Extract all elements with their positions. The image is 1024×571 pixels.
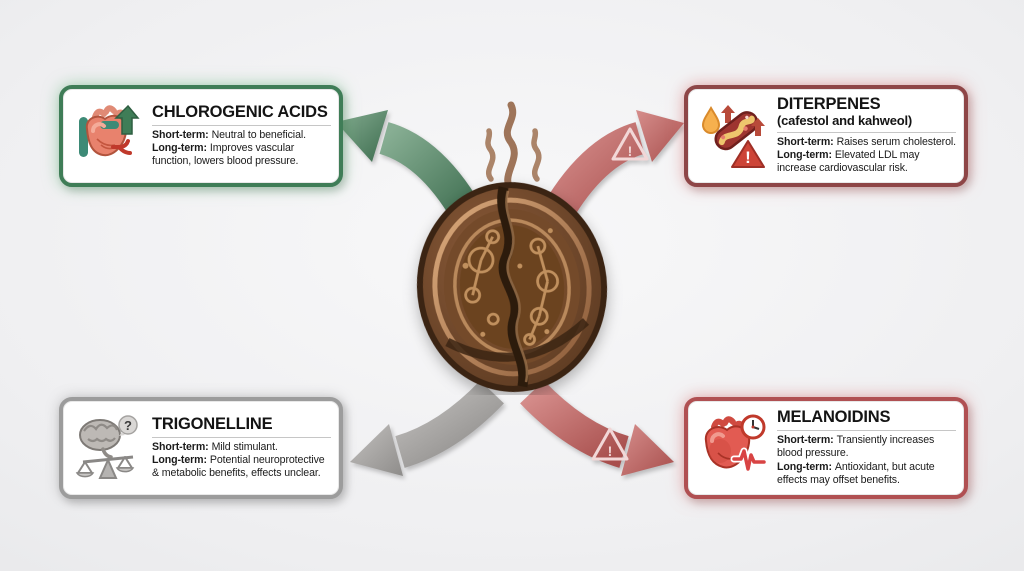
- short-term-label: Short-term:: [777, 135, 834, 148]
- card-body: Short-term:Mild stimulant. Long-term:Pot…: [152, 441, 331, 481]
- short-term-text: Mild stimulant.: [211, 440, 278, 453]
- long-term-text: Elevated LDL may increase cardiovascular…: [777, 149, 920, 175]
- svg-text:!: !: [628, 143, 633, 159]
- svg-text:!: !: [745, 148, 751, 167]
- long-term-effect: Long-term:Potential neuroprotective & me…: [152, 454, 331, 480]
- short-term-text: Transiently increases blood pressure.: [777, 434, 935, 460]
- long-term-label: Long-term:: [777, 460, 832, 473]
- long-term-effect: Long-term:Elevated LDL may increase card…: [777, 149, 956, 175]
- title-divider: [777, 430, 956, 432]
- long-term-text: Antioxidant, but acute effects may offse…: [777, 460, 935, 486]
- long-term-label: Long-term:: [152, 141, 207, 154]
- short-term-text: Neutral to beneficial.: [211, 128, 306, 141]
- card-subtitle: (cafestol and kahweol): [777, 112, 913, 128]
- warning-triangle-icon: !: [591, 427, 629, 461]
- svg-text:?: ?: [124, 418, 132, 433]
- short-term-label: Short-term:: [152, 440, 209, 453]
- card-chlorogenic-acids: CHLOROGENIC ACIDS Short-term:Neutral to …: [59, 85, 343, 187]
- card-title: CHLOROGENIC ACIDS: [152, 102, 328, 121]
- long-term-effect: Long-term:Antioxidant, but acute effects…: [777, 461, 956, 487]
- long-term-effect: Long-term:Improves vascular function, lo…: [152, 142, 331, 168]
- card-title: MELANOIDINS: [777, 407, 891, 426]
- heart-clock-ecg-icon: [698, 413, 768, 483]
- artery-plaque-warning-icon: !: [698, 101, 768, 171]
- long-term-label: Long-term:: [777, 149, 832, 162]
- title-divider: [777, 131, 956, 133]
- brain-question-balance-icon: ?: [73, 413, 143, 483]
- short-term-label: Short-term:: [152, 128, 209, 141]
- card-body: Short-term:Neutral to beneficial. Long-t…: [152, 129, 331, 169]
- long-term-text: Improves vascular function, lowers blood…: [152, 141, 299, 168]
- short-term-text: Raises serum cholesterol.: [836, 135, 956, 148]
- short-term-effect: Short-term:Mild stimulant.: [152, 441, 331, 454]
- title-divider: [152, 124, 331, 126]
- molecule-pattern: [464, 229, 559, 346]
- short-term-effect: Short-term:Transiently increases blood p…: [777, 434, 956, 460]
- card-melanoidins: MELANOIDINS Short-term:Transiently incre…: [684, 397, 968, 499]
- card-title: DITERPENES: [777, 95, 881, 114]
- long-term-label: Long-term:: [152, 453, 207, 466]
- cracked-coffee-bean-icon: [416, 101, 608, 392]
- long-term-text: Potential neuroprotective & metabolic be…: [152, 453, 325, 480]
- card-diterpenes: ! DITERPENES (cafestol and kahweol) Shor…: [684, 85, 968, 187]
- short-term-effect: Short-term:Raises serum cholesterol.: [777, 136, 956, 149]
- card-title: TRIGONELLINE: [152, 414, 273, 433]
- card-body: Short-term:Raises serum cholesterol. Lon…: [777, 136, 956, 176]
- card-body: Short-term:Transiently increases blood p…: [777, 434, 956, 487]
- anatomical-heart-up-arrow-icon: [73, 101, 143, 171]
- arrow-to-trigonelline: [350, 380, 504, 476]
- steam-wisps-icon: [485, 101, 542, 195]
- svg-text:!: !: [608, 443, 613, 459]
- short-term-label: Short-term:: [777, 434, 834, 447]
- short-term-effect: Short-term:Neutral to beneficial.: [152, 129, 331, 142]
- card-trigonelline: ? TRIGONELLINE Short-term:Mild stimulant…: [59, 397, 343, 499]
- warning-triangle-icon: !: [611, 127, 649, 161]
- arrow-to-melanoidins: !: [520, 380, 674, 476]
- title-divider: [152, 436, 331, 438]
